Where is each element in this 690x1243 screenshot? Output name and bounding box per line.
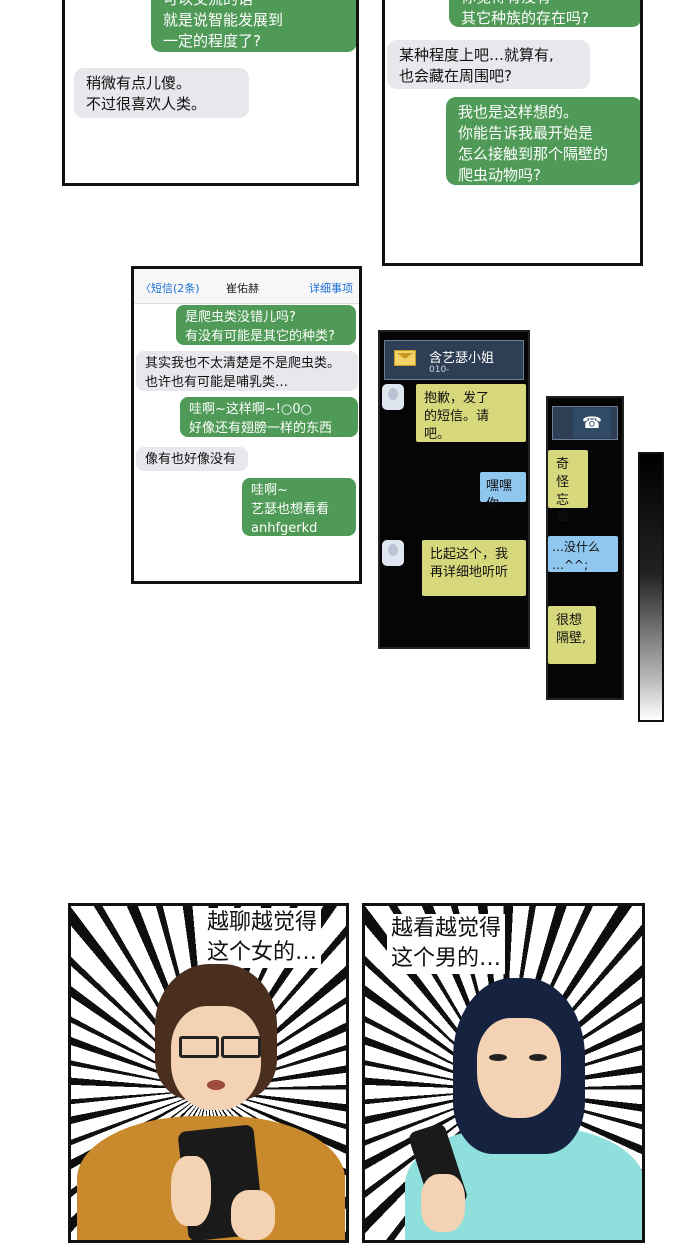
panel-caption: 越看越觉得 这个男的… [387, 914, 506, 974]
message-bubble-sent: 哇啊~这样啊~!○0○ 好像还有翅膀一样的东西~? [180, 397, 358, 455]
contact-name: 崔佑赫 [226, 282, 259, 295]
phone-screen-dark: 含艺瑟小姐 010- 抱歉，发了 的短信。请 吧。 嘿嘿 你 比起这个，我 再详… [378, 330, 530, 649]
avatar-icon [382, 384, 404, 410]
glasses-icon [221, 1036, 261, 1058]
message-bubble-sent: 是爬虫类没错儿吗? 有没有可能是其它的种类? [176, 305, 356, 345]
hand-shape [231, 1190, 275, 1240]
message-bubble-received: 比起这个，我 再详细地听听 [422, 540, 526, 596]
phone-screen-gradient [638, 452, 664, 722]
contact-name: 含艺瑟小姐 [429, 351, 495, 366]
message-bubble-sent: 我也是这样想的。 你能告诉我最开始是 怎么接触到那个隔壁的 爬虫动物吗? [446, 97, 640, 185]
chat-panel-1: 可以交流的话 就是说智能发展到 一定的程度了? 稍微有点儿傻。 不过很喜欢人类。 [62, 0, 359, 186]
message-bubble-sent: 可以交流的话 就是说智能发展到 一定的程度了? [151, 0, 356, 52]
manga-panel-woman: 越看越觉得 这个男的… [362, 903, 645, 1243]
contact-header: 含艺瑟小姐 010- [384, 340, 524, 380]
call-header: ☎ [552, 406, 618, 440]
message-bubble-received: 某种程度上吧…就算有, 也会藏在周围吧? [387, 40, 590, 89]
phone-screen-dark-partial: ☎ 奇怪 忘掉 …没什么 …^^; 很想 隔壁, [546, 396, 624, 700]
back-link[interactable]: 〈短信(2条) [140, 282, 200, 295]
character-mouth [207, 1080, 225, 1090]
glasses-icon [179, 1036, 219, 1058]
message-bubble-received: 很想 隔壁, [548, 606, 596, 664]
phone-screen-messages: 〈短信(2条) 崔佑赫 详细事项 是爬虫类没错儿吗? 有没有可能是其它的种类? … [131, 266, 362, 584]
character-eye [529, 1054, 547, 1061]
hand-shape [421, 1174, 465, 1232]
message-bubble-received: 奇怪 忘掉 [548, 450, 588, 526]
character-face [477, 1018, 561, 1118]
phone-icon[interactable]: ☎ [573, 408, 611, 438]
character-face [171, 1006, 261, 1110]
message-bubble-received: 抱歉，发了 的短信。请 吧。 [416, 384, 526, 442]
message-bubble-received: 像有也好像没有 [136, 447, 248, 471]
manga-panel-man: 越聊越觉得 这个女的… [68, 903, 349, 1243]
phone-number: 010- [429, 365, 450, 375]
avatar-icon [382, 540, 404, 566]
details-link[interactable]: 详细事项 [309, 282, 353, 295]
envelope-icon [394, 350, 416, 366]
message-bubble-received: 稍微有点儿傻。 不过很喜欢人类。 [74, 68, 249, 118]
message-bubble-received: 其实我也不太清楚是不是爬虫类。 也许也有可能是哺乳类… [136, 351, 358, 391]
hand-shape [171, 1156, 211, 1226]
message-bubble-sent: …没什么 …^^; [548, 536, 618, 572]
message-header: 〈短信(2条) 崔佑赫 详细事项 [134, 269, 359, 304]
message-bubble-sent: 哇啊~ 艺瑟也想看看 anhfgerkd [242, 478, 356, 536]
message-bubble-sent: 你觉得有没有 其它种族的存在吗? [449, 0, 640, 27]
message-bubble-sent: 嘿嘿 你 [480, 472, 526, 512]
chat-panel-2: 你觉得有没有 其它种族的存在吗? 某种程度上吧…就算有, 也会藏在周围吧? 我也… [382, 0, 643, 266]
character-eye [489, 1054, 507, 1061]
panel-caption: 越聊越觉得 这个女的… [203, 908, 322, 968]
